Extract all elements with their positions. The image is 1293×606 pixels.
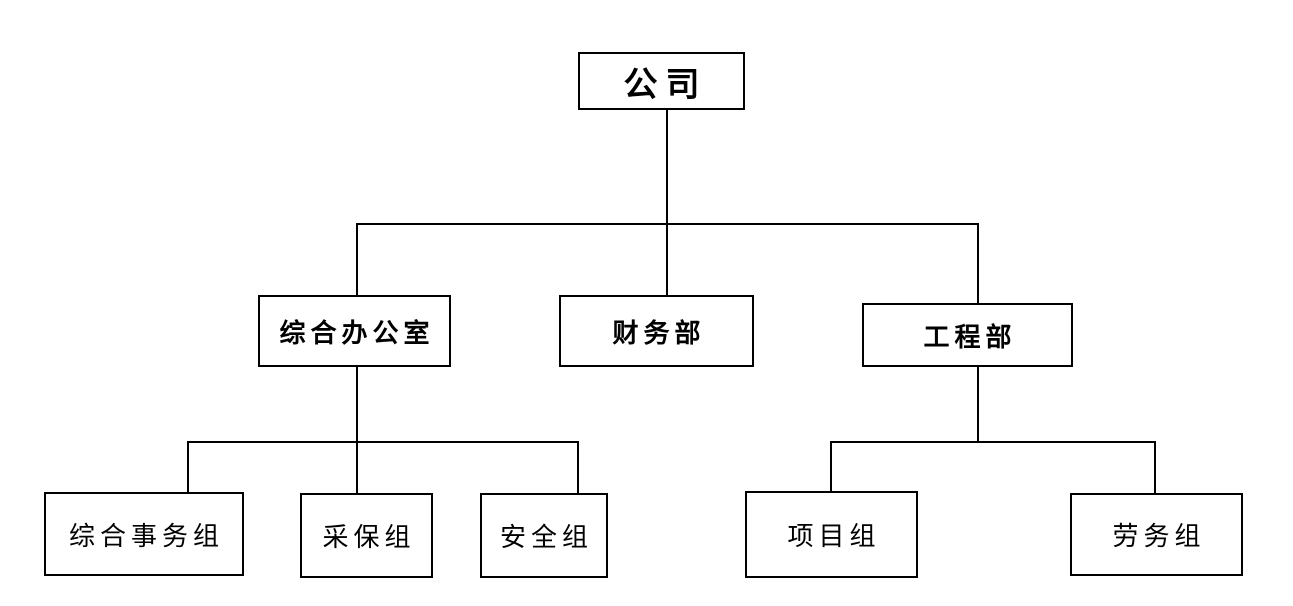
org-node-finance-dept-label: 财务部 [612, 318, 706, 348]
connector-drop-general-office [356, 223, 358, 295]
org-node-labor-group-label: 劳务组 [1112, 522, 1206, 551]
org-node-finance-dept: 财务部 [559, 295, 754, 367]
org-node-procurement-group-label: 采保组 [322, 523, 416, 552]
org-node-project-group: 项目组 [745, 491, 918, 578]
connector-drop-engineering-dept [977, 223, 979, 303]
org-node-general-office: 综合办公室 [258, 295, 451, 367]
connector-company-trunk-vertical [666, 110, 668, 225]
connector-engineering-trunk [977, 367, 979, 443]
org-node-general-office-label: 综合办公室 [279, 318, 435, 348]
org-node-safety-group-label: 安全组 [499, 523, 593, 552]
connector-general-office-trunk [356, 367, 358, 443]
org-node-labor-group: 劳务组 [1070, 493, 1243, 576]
connector-drop-project-group [830, 441, 832, 491]
connector-level2-horizontal [357, 223, 979, 225]
org-node-project-group-label: 项目组 [787, 522, 881, 551]
connector-office-children-horizontal [187, 441, 579, 443]
org-node-engineering-dept-label: 工程部 [923, 322, 1017, 352]
org-node-company-label: 公司 [623, 66, 708, 104]
org-node-company: 公司 [578, 52, 745, 110]
org-node-general-affairs-group-label: 综合事务组 [68, 521, 224, 551]
connector-drop-labor-group [1154, 441, 1156, 493]
org-node-procurement-group: 采保组 [300, 493, 433, 578]
connector-drop-finance-dept [666, 223, 668, 295]
org-node-engineering-dept: 工程部 [862, 303, 1073, 367]
connector-engineering-children-horizontal [830, 441, 1156, 443]
org-node-general-affairs-group: 综合事务组 [44, 492, 244, 576]
connector-drop-safety-group [577, 441, 579, 493]
org-node-safety-group: 安全组 [480, 493, 608, 578]
connector-drop-procurement-group [356, 441, 358, 493]
connector-drop-general-affairs-group [187, 441, 189, 492]
